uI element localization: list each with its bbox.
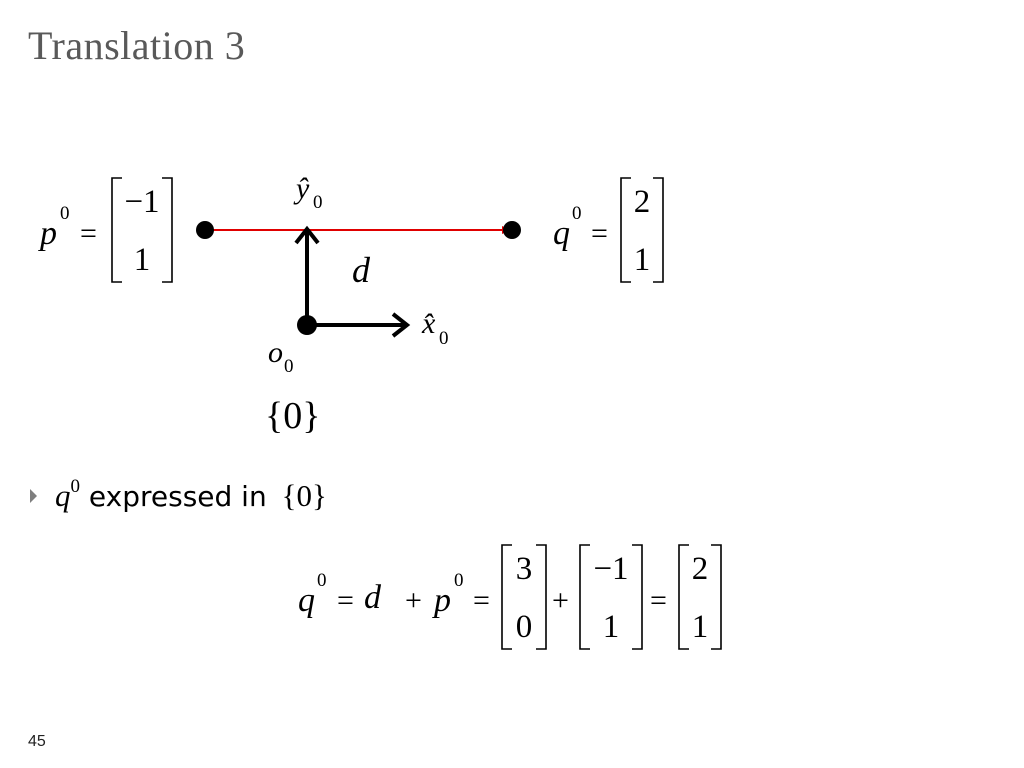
eq-lhs-sup: 0	[317, 570, 327, 591]
y-axis-subscript: 0	[313, 192, 323, 213]
origin-dot	[297, 315, 317, 335]
bullet-var: q	[55, 478, 71, 513]
eq-plus-1: +	[405, 584, 422, 617]
displacement-label: d	[352, 250, 371, 290]
x-axis-label: x̂	[421, 307, 436, 340]
eq-lhs-var: q	[298, 582, 315, 619]
eq-q-vector-top: 2	[692, 551, 709, 587]
eq-equals-1: =	[337, 584, 354, 617]
p-superscript: 0	[60, 203, 70, 224]
x-axis-arrowhead	[391, 312, 411, 338]
y-axis-label: ŷ	[293, 172, 310, 205]
eq-p-sup: 0	[454, 570, 464, 591]
bullet-text: expressed in	[80, 480, 276, 513]
p-bracket-left	[111, 177, 122, 283]
origin-label: o	[268, 336, 283, 369]
eq-d-bracket-right	[536, 544, 547, 650]
eq-equals-2: =	[473, 584, 490, 617]
p-vector-top: −1	[124, 184, 159, 220]
eq-q-vector-bottom: 1	[692, 609, 709, 645]
p-vector-expression: p 0 = −1 1	[38, 177, 173, 283]
eq-d-bracket-left	[501, 544, 512, 650]
slide-title: Translation 3	[28, 23, 246, 68]
p-label: p	[38, 215, 57, 252]
p-bracket-right	[162, 177, 173, 283]
eq-q-bracket-right	[711, 544, 722, 650]
q-bracket-right	[653, 177, 664, 283]
q-vector-top: 2	[634, 184, 651, 220]
q-label: q	[553, 215, 570, 252]
eq-p-vector-bottom: 1	[603, 609, 620, 645]
q-superscript: 0	[572, 203, 582, 224]
p-equals: =	[80, 217, 97, 250]
bullet-frame: {0}	[281, 478, 327, 513]
x-axis-subscript: 0	[439, 328, 449, 349]
point-p-dot	[196, 221, 214, 239]
p-vector-bottom: 1	[134, 242, 151, 278]
q-equals: =	[591, 217, 608, 250]
eq-p-vector-top: −1	[593, 551, 628, 587]
y-axis-arrowhead	[294, 225, 320, 245]
q-vector-expression: q 0 = 2 1	[553, 177, 664, 283]
eq-plus-2: +	[552, 584, 569, 617]
q-vector-bottom: 1	[634, 242, 651, 278]
bullet-point: q0 expressed in {0}	[30, 476, 327, 514]
eq-equals-3: =	[650, 584, 667, 617]
bullet-superscript: 0	[70, 476, 81, 497]
eq-q-bracket-left	[678, 544, 689, 650]
eq-p-var: p	[432, 582, 451, 619]
eq-d: d	[364, 579, 382, 616]
point-q-dot	[503, 221, 521, 239]
page-number: 45	[28, 733, 46, 750]
eq-d-vector-bottom: 0	[516, 609, 533, 645]
translation-equation: q 0 = d + p 0 = 3 0 + −1 1 = 2 1	[298, 544, 722, 650]
q-bracket-left	[620, 177, 631, 283]
eq-p-bracket-right	[632, 544, 643, 650]
frame-label: {0}	[265, 395, 320, 437]
origin-subscript: 0	[284, 356, 294, 377]
eq-p-bracket-left	[579, 544, 590, 650]
bullet-arrow-icon	[30, 489, 37, 503]
eq-d-vector-top: 3	[516, 551, 533, 587]
